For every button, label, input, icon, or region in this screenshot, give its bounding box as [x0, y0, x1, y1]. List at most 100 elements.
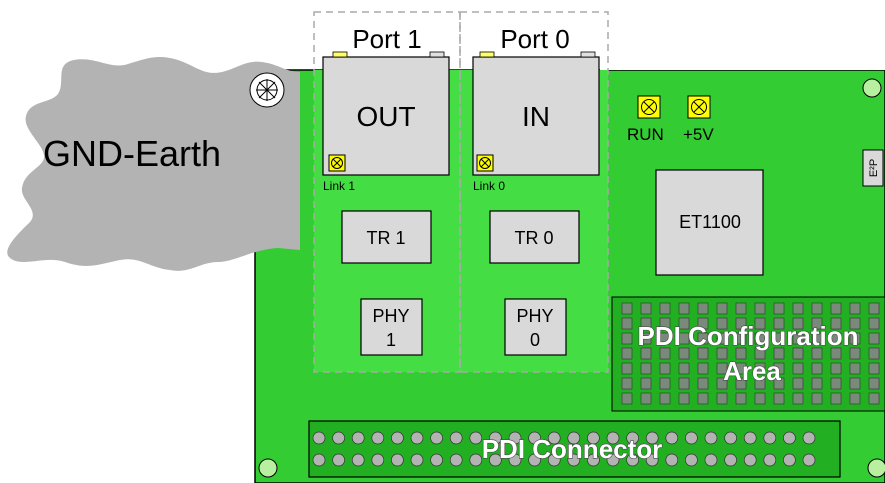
jumper-pin [868, 377, 880, 390]
jumper-pin [621, 332, 633, 345]
connector-pin [626, 453, 639, 467]
mounting-hole-top-right [862, 78, 882, 98]
pcb-board-top-mask [600, 60, 885, 70]
link0-label: Link 0 [473, 179, 505, 193]
phy-0-label-line2: 0 [530, 330, 540, 350]
jumper-pin [659, 392, 671, 405]
jumper-pin [792, 392, 804, 405]
jumper-pin [678, 332, 690, 345]
connector-pin [391, 431, 404, 445]
et1100-label: ET1100 [679, 212, 741, 232]
connector-pin [665, 453, 679, 467]
connector-pin [685, 453, 698, 467]
jumper-pin [735, 317, 747, 330]
jumper-pin [659, 377, 671, 390]
jumper-pin [754, 362, 766, 375]
connector-pin [469, 431, 483, 445]
jumper-pin [640, 347, 652, 360]
et1100-chip [655, 169, 764, 276]
phy-1-label-line1: PHY [372, 306, 409, 326]
jumper-pin [716, 332, 728, 345]
connector-pin [645, 431, 659, 445]
port1-outline [313, 11, 461, 373]
port1-connector-led-right [429, 51, 445, 58]
connector-pin [430, 431, 443, 445]
connector-pin [528, 431, 541, 445]
phy-1 [360, 298, 423, 356]
jumper-pin [792, 362, 804, 375]
jumper-pin [716, 347, 728, 360]
gnd-earth-cloud [7, 57, 301, 271]
port0-connector-led-right [580, 51, 596, 58]
connector-pin [508, 431, 522, 445]
connector-pin [704, 431, 718, 445]
jumper-pin [868, 347, 880, 360]
jumper-pin [830, 317, 842, 330]
jumper-pin [830, 377, 842, 390]
jumper-pin [678, 377, 690, 390]
power-label: +5V [683, 125, 714, 144]
jumper-pin [754, 332, 766, 345]
connector-pin [685, 431, 698, 445]
transformer-1-label: TR 1 [366, 228, 405, 248]
jumper-pin [735, 332, 747, 345]
connector-pin [606, 453, 620, 467]
connector-pin [802, 453, 816, 467]
jumper-pin [640, 317, 652, 330]
jumper-pin [868, 332, 880, 345]
jumper-pin [849, 317, 861, 330]
jumper-pin [773, 377, 785, 390]
connector-pin [665, 431, 679, 445]
jumper-pin [697, 362, 709, 375]
jumper-pin [640, 332, 652, 345]
power-led-icon [687, 95, 711, 119]
link0-led-icon [476, 154, 494, 172]
transformer-0-label: TR 0 [514, 228, 553, 248]
phy-0 [504, 298, 567, 356]
phy-0-label-line1: PHY [516, 306, 553, 326]
pdi-config-label-line1: PDI Configuration [638, 321, 859, 351]
connector-pin [508, 453, 522, 467]
jumper-pin [621, 362, 633, 375]
port0-outline [459, 11, 609, 373]
connector-pin [743, 431, 757, 445]
jumper-pin [678, 347, 690, 360]
port0-connector-led-left [479, 51, 495, 58]
connector-pin [547, 431, 561, 445]
phy-1-label-line2: 1 [386, 330, 396, 350]
jumper-pin [811, 347, 823, 360]
jumper-pin [621, 347, 633, 360]
jumper-pin [773, 392, 785, 405]
jumper-pin [697, 317, 709, 330]
jumper-pin [792, 317, 804, 330]
jumper-pin [868, 317, 880, 330]
connector-pin [547, 453, 561, 467]
jumper-pin [659, 362, 671, 375]
jumper-pin [773, 332, 785, 345]
jumper-pin [659, 332, 671, 345]
jumper-pin [621, 302, 633, 315]
jumper-pin [621, 392, 633, 405]
connector-pin [312, 453, 326, 467]
port0-connector[interactable] [472, 56, 600, 176]
jumper-pin [754, 317, 766, 330]
connector-pin [410, 453, 424, 467]
jumper-pin [773, 317, 785, 330]
run-led-icon [637, 95, 661, 119]
connector-pin [763, 431, 777, 445]
connector-pin [606, 431, 620, 445]
port1-connector-label: OUT [356, 101, 415, 132]
connector-pin [410, 431, 424, 445]
connector-pin [371, 431, 385, 445]
jumper-pin [640, 302, 652, 315]
jumper-pin [735, 362, 747, 375]
jumper-pin [659, 317, 671, 330]
connector-pin [587, 453, 600, 467]
transformer-0 [489, 210, 580, 264]
run-label: RUN [627, 125, 664, 144]
connector-pin [449, 453, 463, 467]
jumper-pin [678, 317, 690, 330]
jumper-pin [830, 332, 842, 345]
jumper-pin [697, 347, 709, 360]
connector-pin [783, 431, 796, 445]
